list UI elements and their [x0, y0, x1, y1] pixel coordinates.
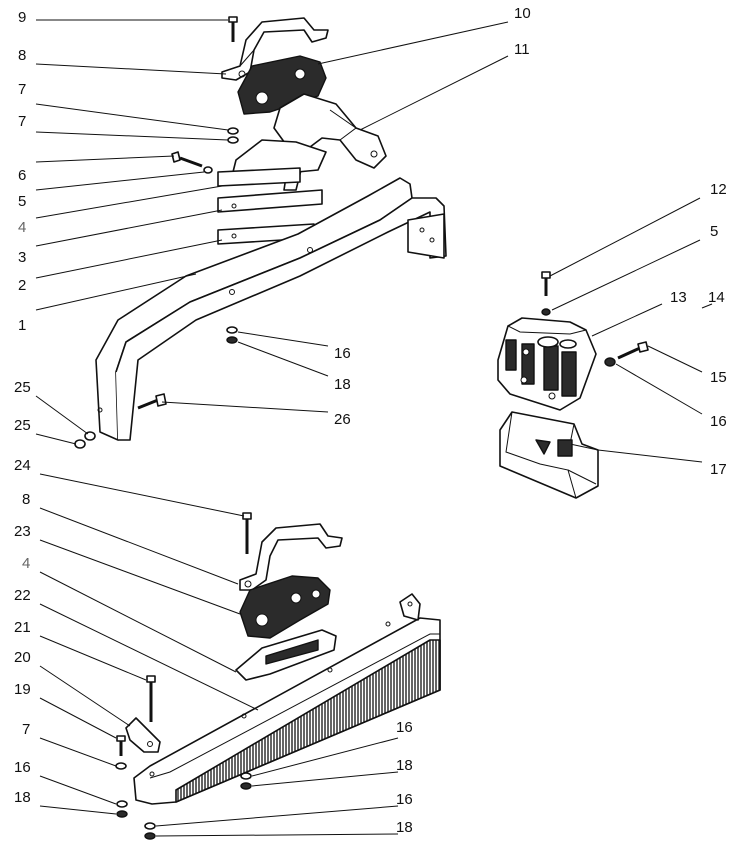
label-16: 16: [334, 345, 351, 362]
bolt-26: [137, 393, 167, 410]
label-7: 7: [18, 81, 26, 98]
label-18: 18: [396, 819, 413, 836]
bolt-19: [116, 735, 126, 756]
bracket-20: [125, 717, 161, 753]
bolt-24: [242, 512, 252, 554]
label-9: 9: [18, 9, 26, 26]
beam-1: [95, 177, 447, 441]
label-12: 12: [710, 181, 727, 198]
spacer-4-bottom: [235, 629, 337, 681]
label-6: 6: [18, 167, 26, 184]
label-25: 25: [14, 417, 31, 434]
bracket-8-bottom: [239, 523, 343, 591]
bracket-8-top: [221, 17, 329, 81]
label-8: 8: [18, 47, 26, 64]
label-18: 18: [334, 376, 351, 393]
bolt-21: [146, 675, 156, 722]
label-25: 25: [14, 379, 31, 396]
label-5: 5: [710, 223, 718, 240]
label-7: 7: [18, 113, 26, 130]
bolt-15: [604, 341, 649, 367]
support-block-17: [499, 411, 599, 499]
label-26: 26: [334, 411, 351, 428]
label-3: 3: [18, 249, 26, 266]
label-16: 16: [396, 719, 413, 736]
beam-22: [133, 593, 441, 805]
label-18: 18: [396, 757, 413, 774]
spacer-5: [217, 139, 327, 187]
part-labels: 9 10 8 11 7 7 6 5 4 3 2 1 16 18 25 25 26…: [14, 5, 727, 836]
label-21: 21: [14, 619, 31, 636]
label-8: 8: [22, 491, 30, 508]
label-18: 18: [14, 789, 31, 806]
label-10: 10: [514, 5, 531, 22]
bolt-6: [171, 151, 213, 174]
label-19: 19: [14, 681, 31, 698]
label-1: 1: [18, 317, 26, 334]
label-16: 16: [710, 413, 727, 430]
label-11: 11: [514, 41, 530, 58]
label-13: 13: [670, 289, 687, 306]
label-2: 2: [18, 277, 26, 294]
label-16: 16: [14, 759, 31, 776]
label-24: 24: [14, 457, 31, 474]
label-4: 4: [22, 555, 30, 572]
washers-bottom: [115, 762, 252, 840]
label-7: 7: [22, 721, 30, 738]
nuts-25: [74, 431, 96, 449]
label-20: 20: [14, 649, 31, 666]
rubber-block-13: [497, 317, 597, 411]
label-14: 14: [708, 289, 725, 306]
label-23: 23: [14, 523, 31, 540]
label-4: 4: [18, 219, 26, 236]
label-17: 17: [710, 461, 727, 478]
shim-4: [217, 189, 323, 213]
label-5: 5: [18, 193, 26, 210]
washers-7: [227, 127, 239, 144]
washers-16-18-top: [226, 326, 238, 344]
leader-lines: [35, 19, 713, 837]
label-15: 15: [710, 369, 727, 386]
label-16: 16: [396, 791, 413, 808]
label-22: 22: [14, 587, 31, 604]
bolt-9: [228, 16, 238, 42]
rubber-block-23: [239, 575, 331, 639]
bolt-12: [541, 271, 551, 316]
